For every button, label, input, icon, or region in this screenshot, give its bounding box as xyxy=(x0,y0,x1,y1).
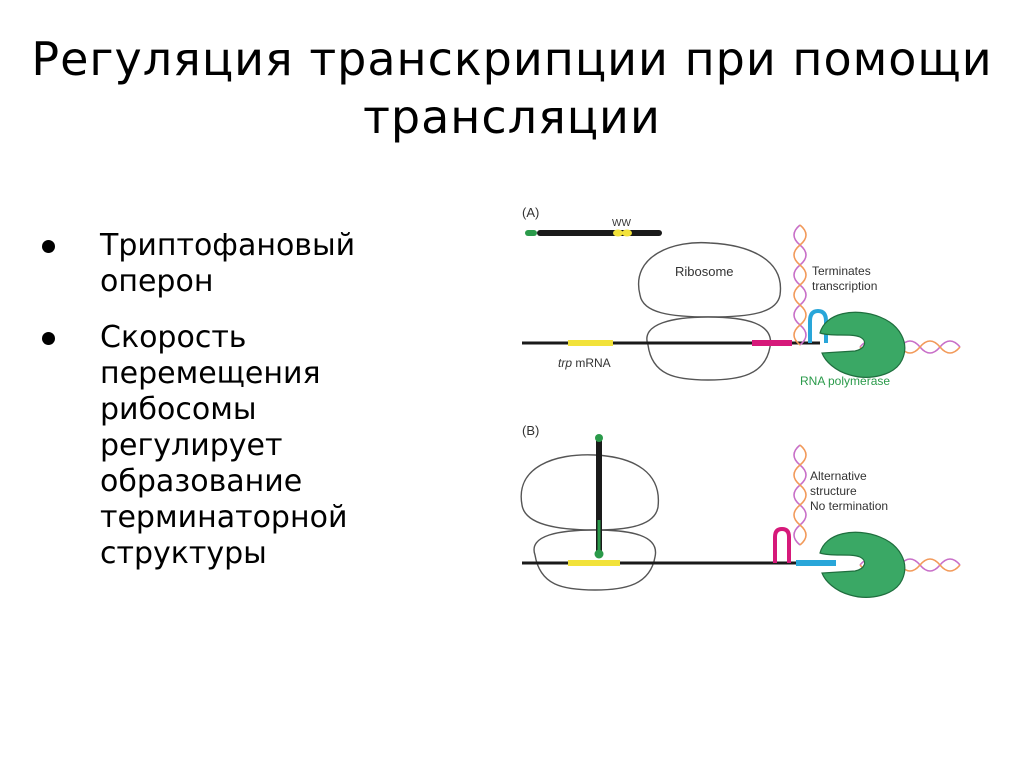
slide-title: Регуляция транскрипции при помощи трансл… xyxy=(0,30,1024,146)
panel-a-label: (A) xyxy=(522,205,539,220)
alternative-label-line3: No termination xyxy=(810,499,888,513)
bullet-text: структуры xyxy=(100,536,267,571)
antiterminator-hairpin-icon xyxy=(773,526,791,563)
ribosome-large-subunit-icon xyxy=(520,454,660,531)
ribosome-large-subunit-icon xyxy=(637,241,782,318)
dna-strand-icon xyxy=(793,444,807,546)
rna-polymerase-icon xyxy=(819,311,906,378)
trp-residue-icon xyxy=(613,229,623,237)
bullet-list: Триптофановый оперон Скорость перемещени… xyxy=(30,228,430,592)
rna-polymerase-label: RNA polymerase xyxy=(800,374,890,388)
terminator-region xyxy=(796,560,836,566)
rna-polymerase-icon xyxy=(819,531,906,598)
dna-strand-icon xyxy=(793,224,807,346)
peptide-start-icon xyxy=(595,434,603,442)
bullet-text: Триптофановый xyxy=(100,228,356,263)
bullet-text: рибосомы xyxy=(100,392,257,427)
alternative-label-line2: structure xyxy=(810,484,857,498)
bullet-text: образование xyxy=(100,464,303,499)
peptide-start-icon xyxy=(525,230,537,236)
trp-codon-region xyxy=(568,340,613,346)
bullet-text: регулирует xyxy=(100,428,283,463)
panel-b-label: (B) xyxy=(522,423,539,438)
bullet-item: Скорость перемещения рибосомы регулирует… xyxy=(30,320,430,572)
bullet-dot-icon xyxy=(42,240,55,253)
trp-attenuation-figure: (A) WW Ribosome xyxy=(500,195,990,615)
pause-region xyxy=(752,340,792,346)
title-line-2: трансляции xyxy=(363,90,661,144)
ww-label: WW xyxy=(612,218,631,229)
terminates-label-line1: Terminates xyxy=(812,264,871,278)
terminates-label-line2: transcription xyxy=(812,279,877,293)
bullet-text: Скорость xyxy=(100,320,247,355)
dna-strand-icon xyxy=(793,444,807,546)
trp-codon-region xyxy=(568,560,620,566)
mrna-label: trp mRNA xyxy=(558,356,611,370)
bullet-dot-icon xyxy=(42,332,55,345)
ribosome-a: Ribosome xyxy=(637,241,782,381)
trp-residue-icon xyxy=(622,229,632,237)
bullet-text: терминаторной xyxy=(100,500,348,535)
bullet-item: Триптофановый оперон xyxy=(30,228,430,300)
terminator-hairpin-icon xyxy=(808,308,828,343)
peptide-chain-icon xyxy=(537,230,662,236)
bullet-text: оперон xyxy=(100,264,214,299)
ribosome-label: Ribosome xyxy=(675,264,734,279)
panel-b: (B) xyxy=(520,423,961,598)
alternative-label-line1: Alternative xyxy=(810,469,867,483)
bullet-text: перемещения xyxy=(100,356,321,391)
leader-peptide: WW xyxy=(525,218,662,237)
peptide-anchor-icon xyxy=(594,549,604,559)
figure-svg: (A) WW Ribosome xyxy=(520,205,961,598)
ribosome-small-subunit-icon xyxy=(646,316,772,381)
title-line-1: Регуляция транскрипции при помощи xyxy=(31,32,993,86)
panel-a: (A) WW Ribosome xyxy=(522,205,961,388)
